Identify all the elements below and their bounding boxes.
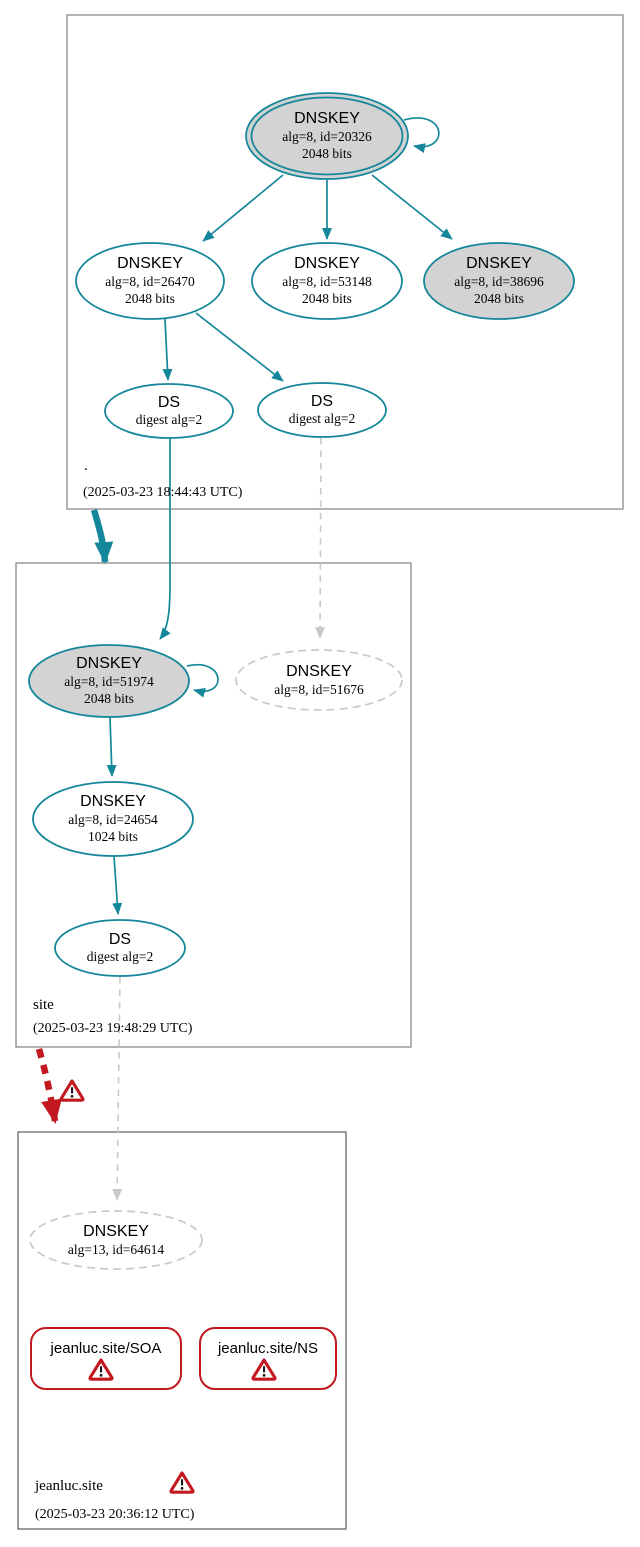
node-rrset-ns[interactable]: jeanluc.site/NS <box>199 1327 337 1390</box>
zone-site-timestamp: (2025-03-23 19:48:29 UTC) <box>33 1021 193 1036</box>
node-title: DNSKEY <box>76 655 142 672</box>
edge-20326-selfloop <box>403 117 440 153</box>
edge-26470-ds2 <box>195 312 284 382</box>
node-ellipse <box>28 644 190 718</box>
edge-51974-24654 <box>106 716 117 777</box>
node-dnskey-20326-outer <box>245 92 409 180</box>
zone-root-timestamp: (2025-03-23 18:44:43 UTC) <box>83 485 243 500</box>
node-dnskey-26470[interactable]: DNSKEY alg=8, id=26470 2048 bits <box>75 242 225 320</box>
node-dnskey-38696[interactable]: DNSKEY alg=8, id=38696 2048 bits <box>423 242 575 320</box>
rrset-label: jeanluc.site/SOA <box>50 1340 162 1357</box>
node-title: DS <box>311 393 333 410</box>
zone-jeanluc-timestamp: (2025-03-23 20:36:12 UTC) <box>35 1507 195 1522</box>
warning-icon <box>169 1471 195 1494</box>
node-detail: alg=8, id=26470 <box>105 274 195 289</box>
node-ellipse <box>423 242 575 320</box>
node-bits: 2048 bits <box>474 291 524 306</box>
edge-zone-root-to-site <box>90 509 114 564</box>
node-title: DNSKEY <box>294 110 360 127</box>
node-detail: digest alg=2 <box>289 411 355 426</box>
node-title: DNSKEY <box>117 255 183 272</box>
node-ellipse <box>54 919 186 977</box>
node-detail: alg=8, id=20326 <box>282 129 372 144</box>
node-title: DS <box>109 931 131 948</box>
rrset-label: jeanluc.site/NS <box>217 1340 318 1357</box>
node-detail: digest alg=2 <box>87 949 153 964</box>
node-detail: digest alg=2 <box>136 412 202 427</box>
node-dnskey-24654[interactable]: DNSKEY alg=8, id=24654 1024 bits <box>32 781 194 857</box>
node-ds-root-1[interactable]: DS digest alg=2 <box>104 383 234 439</box>
node-dnskey-53148[interactable]: DNSKEY alg=8, id=53148 2048 bits <box>251 242 403 320</box>
node-bits: 2048 bits <box>302 146 352 161</box>
node-ellipse <box>251 242 403 320</box>
node-title: DS <box>158 394 180 411</box>
edge-20326-26470 <box>202 174 284 242</box>
node-title: DNSKEY <box>286 663 352 680</box>
node-dnskey-51676-missing[interactable]: DNSKEY alg=8, id=51676 <box>235 649 403 711</box>
node-ds-root-2[interactable]: DS digest alg=2 <box>257 382 387 438</box>
node-bits: 2048 bits <box>125 291 175 306</box>
node-dnskey-20326-inner <box>250 96 404 176</box>
node-detail: alg=13, id=64614 <box>68 1242 164 1257</box>
zone-root-label: . <box>84 458 88 474</box>
node-dnskey-64614-missing[interactable]: DNSKEY alg=13, id=64614 <box>29 1210 203 1270</box>
node-bits: 2048 bits <box>84 691 134 706</box>
node-rrset-soa[interactable]: jeanluc.site/SOA <box>30 1327 182 1390</box>
edge-51974-selfloop <box>186 663 219 698</box>
node-ellipse <box>29 1210 203 1270</box>
node-title: DNSKEY <box>80 793 146 810</box>
edge-20326-38696 <box>371 174 453 240</box>
node-ellipse <box>32 781 194 857</box>
warning-icon <box>59 1079 85 1102</box>
zone-site-label: site <box>33 997 54 1013</box>
zone-site-box <box>15 562 412 1048</box>
node-detail: alg=8, id=51676 <box>274 682 364 697</box>
zone-jeanluc-label: jeanluc.site <box>34 1478 103 1494</box>
edge-26470-ds1 <box>162 318 173 381</box>
edge-ds1-51974 <box>159 438 171 640</box>
node-dnskey-51974[interactable]: DNSKEY alg=8, id=51974 2048 bits <box>28 644 190 718</box>
rrset-box <box>30 1327 182 1390</box>
node-title: DNSKEY <box>466 255 532 272</box>
node-title: DNSKEY <box>294 255 360 272</box>
node-dnskey-20326[interactable]: DNSKEY alg=8, id=20326 2048 bits <box>245 92 409 180</box>
node-ellipse <box>104 383 234 439</box>
node-ellipse <box>235 649 403 711</box>
edge-24654-ds <box>112 855 123 915</box>
node-detail: alg=8, id=51974 <box>64 674 154 689</box>
node-detail: alg=8, id=53148 <box>282 274 372 289</box>
node-ellipse <box>257 382 387 438</box>
node-detail: alg=8, id=38696 <box>454 274 544 289</box>
node-bits: 1024 bits <box>88 829 138 844</box>
node-title: DNSKEY <box>83 1223 149 1240</box>
edge-ds2-51676 <box>315 437 326 639</box>
node-ellipse <box>75 242 225 320</box>
zone-root-box <box>66 14 624 510</box>
node-ds-site[interactable]: DS digest alg=2 <box>54 919 186 977</box>
node-bits: 2048 bits <box>302 291 352 306</box>
node-detail: alg=8, id=24654 <box>68 812 158 827</box>
edge-ds-64614 <box>112 976 123 1201</box>
zone-jeanluc-box <box>17 1131 347 1530</box>
rrset-box <box>199 1327 337 1390</box>
edge-zone-site-to-jeanluc-bogus <box>35 1048 62 1124</box>
